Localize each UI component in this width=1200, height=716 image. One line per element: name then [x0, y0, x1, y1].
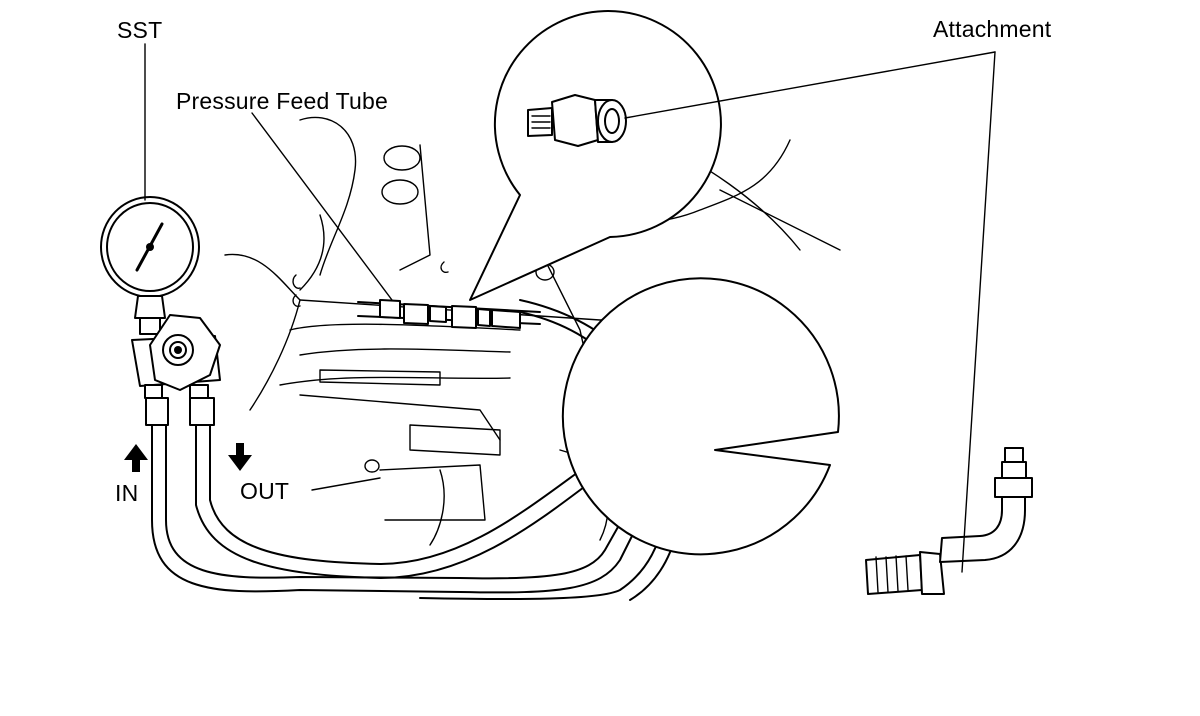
out-label: OUT [240, 478, 290, 504]
pressure-feed-tube [357, 299, 541, 329]
top-detail-callout [469, 10, 722, 301]
pressure-feed-tube-label: Pressure Feed Tube [176, 88, 388, 114]
out-arrow-icon [228, 443, 252, 471]
sst-pressure-gauge [100, 196, 200, 335]
in-arrow-icon [124, 444, 148, 472]
in-label: IN [115, 480, 139, 506]
attachment-label: Attachment [933, 16, 1052, 42]
sst-label: SST [117, 17, 163, 43]
sst-valve-body [131, 314, 221, 426]
right-detail-callout [561, 277, 1033, 595]
leader-lines [144, 43, 996, 573]
out-hose [195, 424, 621, 579]
